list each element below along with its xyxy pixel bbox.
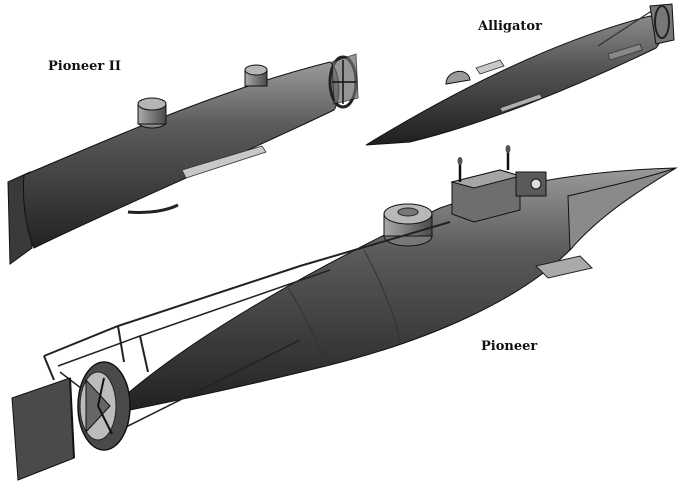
label-pioneer: Pioneer xyxy=(481,339,538,354)
alligator-submarine xyxy=(365,3,675,146)
pioneer-ii-submarine xyxy=(7,53,359,265)
pioneer-submarine xyxy=(11,145,678,481)
label-alligator: Alligator xyxy=(478,19,542,34)
label-pioneer-ii: Pioneer II xyxy=(48,59,121,74)
